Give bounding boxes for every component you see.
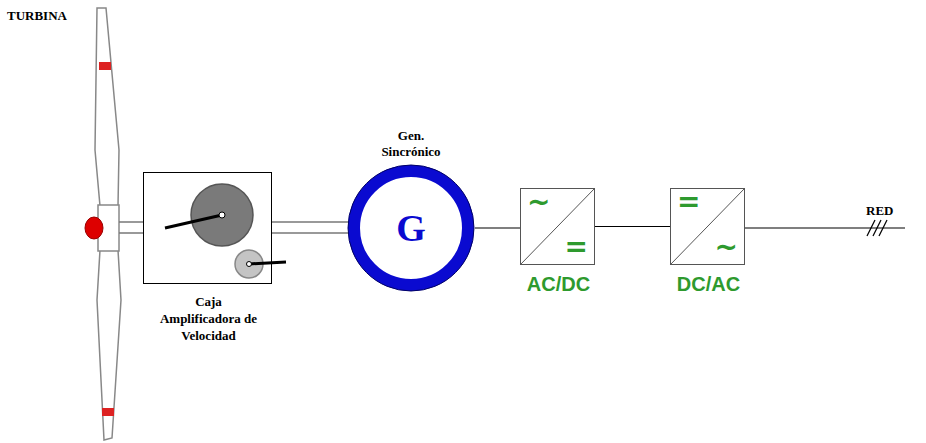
gear-shaft [249,262,286,264]
component-label: Gen. Sincrónico [371,128,451,160]
converter-symbol: = [677,187,700,217]
converter-label: AC/DC [506,272,611,296]
large-gear [191,184,253,246]
converter-label: AC/DC [527,272,590,296]
connector-line [595,226,670,227]
gear-axle [219,212,225,218]
converter-label: DC/AC [656,272,761,296]
gearbox-box: Caja Amplificadora de Velocidad [143,172,272,284]
wire-connector [475,228,520,229]
component-label: Caja Amplificadora de Velocidad [139,293,278,344]
rotor-nose [85,217,103,239]
gear-shaft [165,215,222,228]
connector-line [272,232,349,234]
generator-ring [354,171,468,285]
converter-symbol: ~ [715,232,738,262]
converter-diagonal [670,188,745,265]
shaft-connector [272,222,349,233]
generator-ring [348,165,474,291]
rotor-blade [97,250,121,440]
shaft [119,232,143,234]
grid-label: RED [866,203,893,219]
converter-symbol: ~ [527,187,550,217]
blade-marker [102,408,114,416]
converter-symbol: = [565,232,588,262]
shaft [119,221,143,223]
three-phase-mark [879,220,887,236]
generator-symbol: G [396,206,426,250]
generator-circle: Gen. SincrónicoG [347,164,475,292]
converter-box: ~=AC/DC [520,188,595,265]
converter-box: =~DC/AC [670,188,745,265]
generator-symbol: G [347,206,475,250]
component-label: Caja Amplificadora de Velocidad [159,293,259,344]
blade-marker [99,62,111,70]
rotor-blade [95,8,119,206]
connector-line [475,227,520,228]
component-label: Gen. Sincrónico [347,128,475,160]
wire-connector [595,226,670,227]
converter-label: DC/AC [677,272,740,296]
grid-line [745,227,905,228]
converter-diagonal [520,188,595,265]
connector-line [272,221,349,223]
gear-axle [247,262,252,267]
component-label: TURBINA [7,8,67,24]
